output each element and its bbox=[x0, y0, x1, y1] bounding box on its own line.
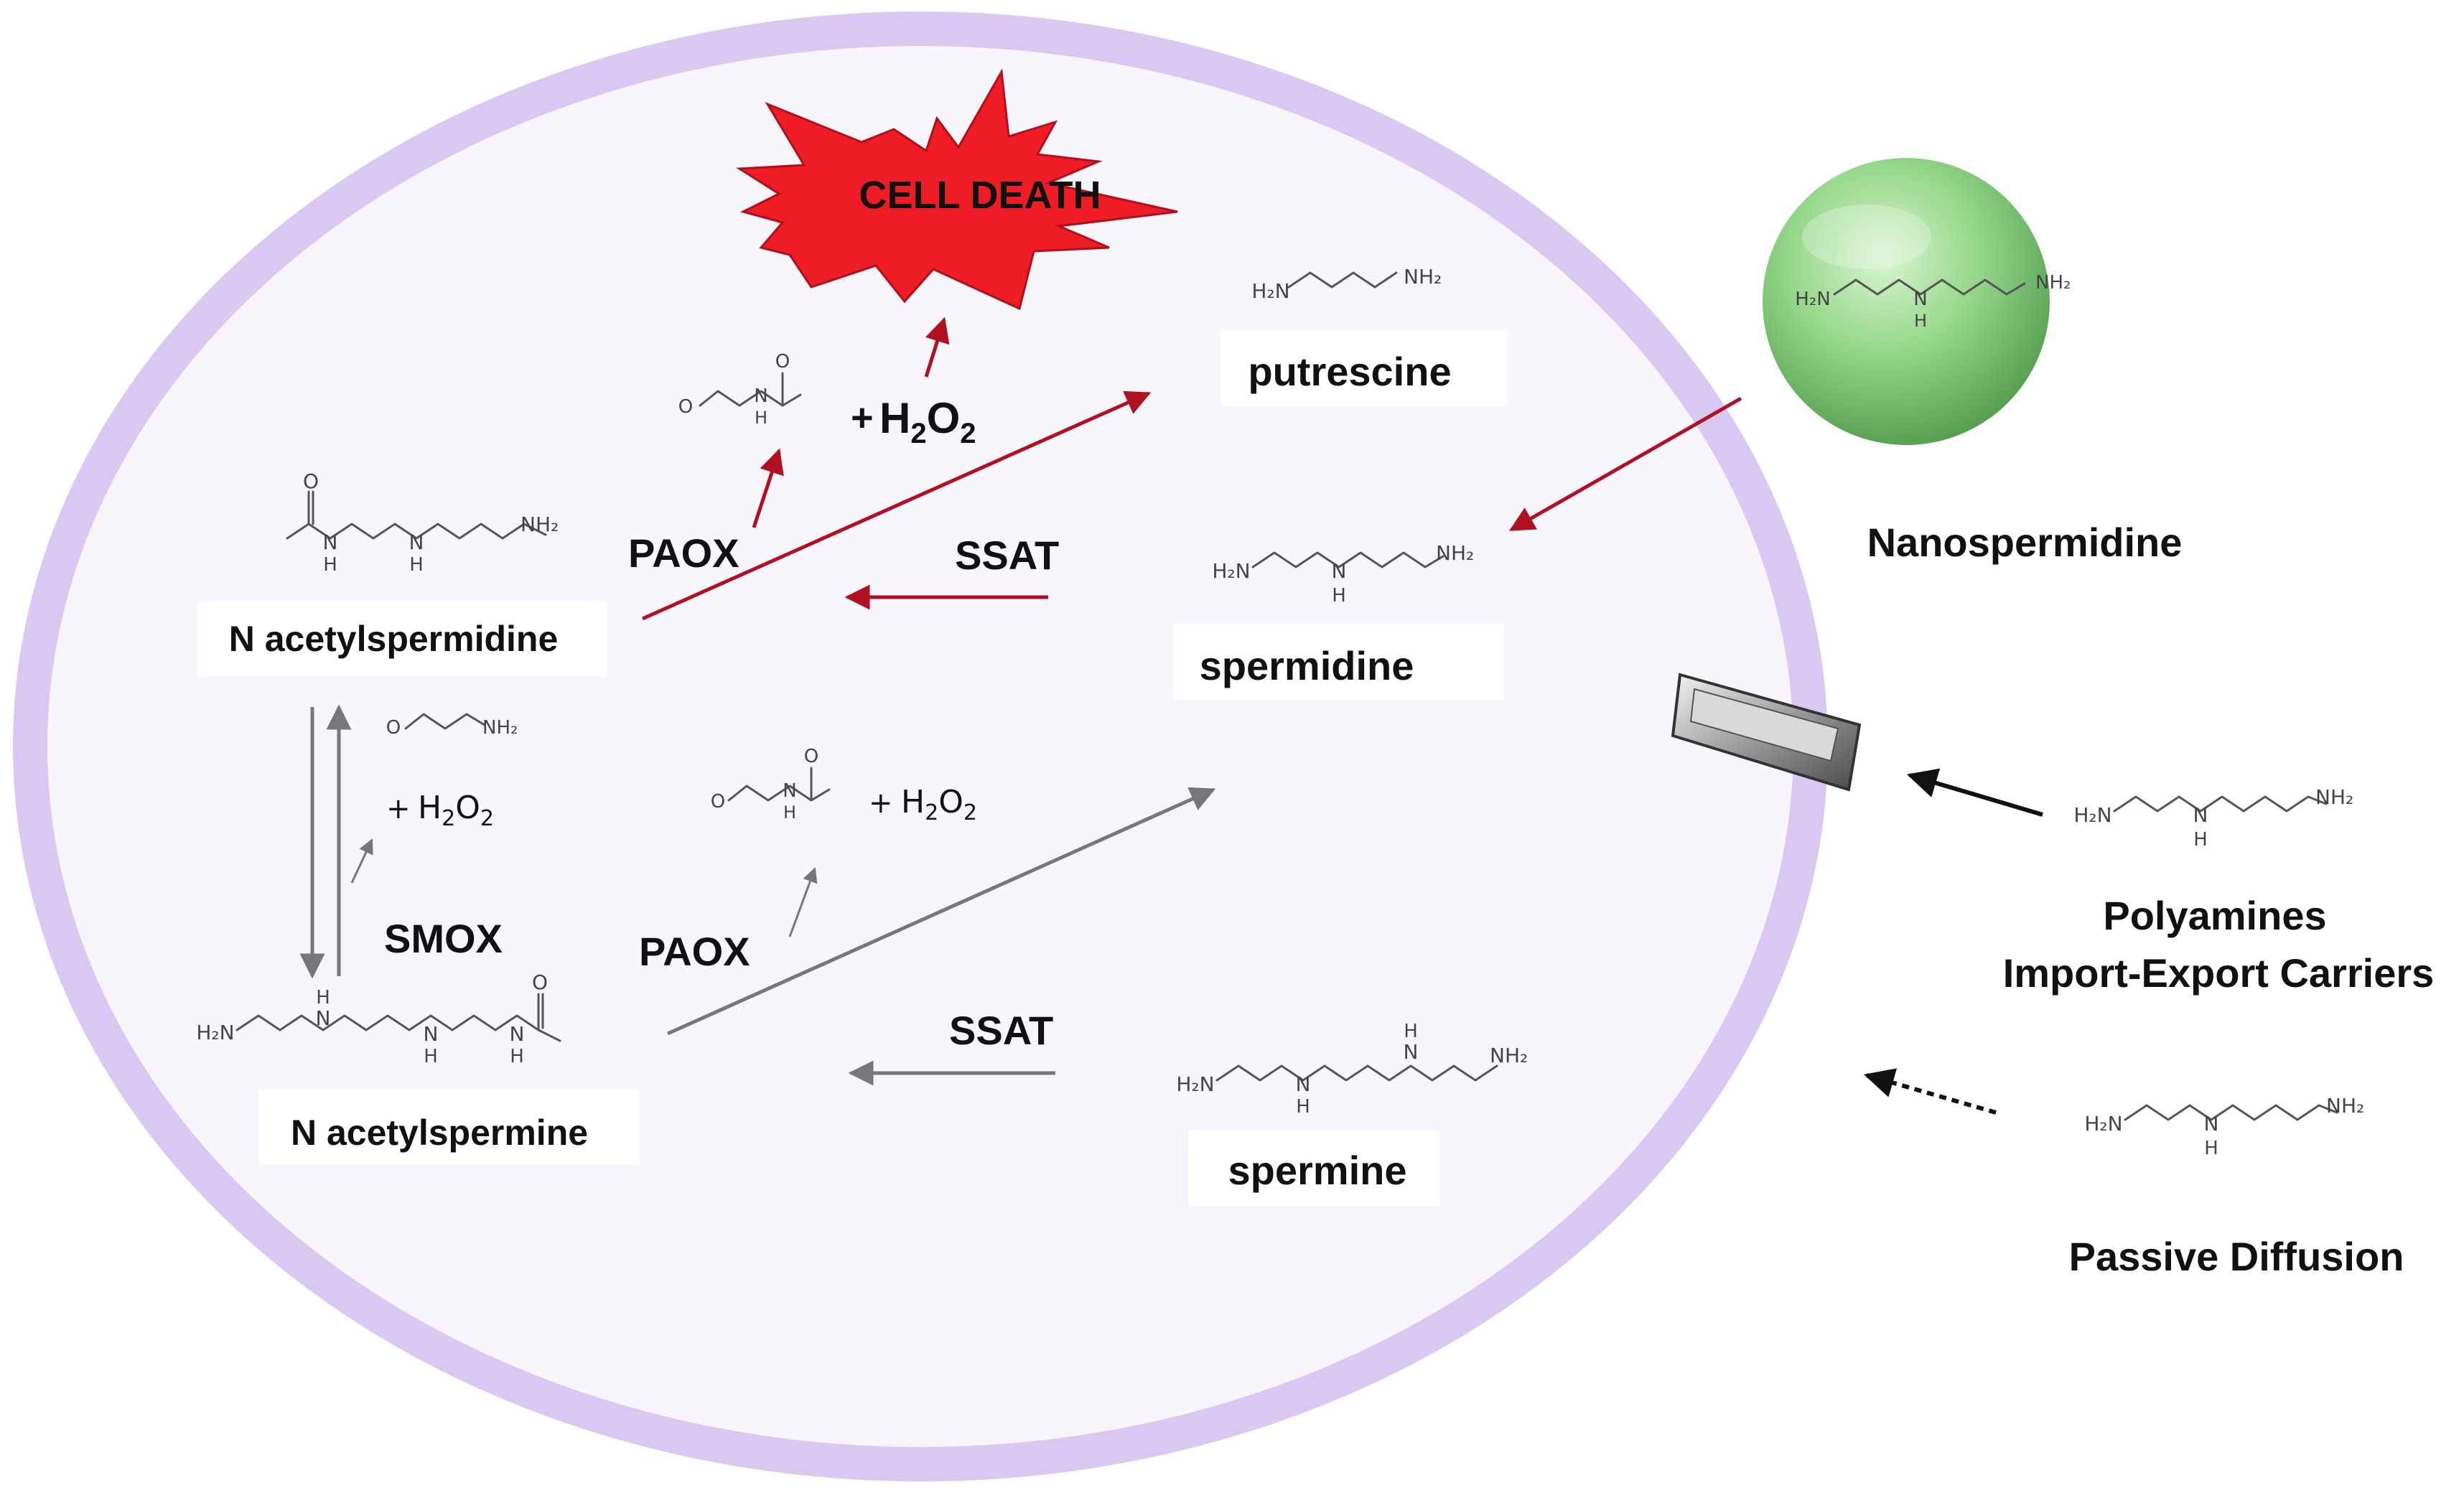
svg-text:N: N bbox=[1913, 289, 1927, 310]
svg-text:N: N bbox=[1404, 1040, 1419, 1064]
n-acetylspermine-molecule: O H₂N H N N H N H bbox=[196, 970, 561, 1067]
svg-text:N: N bbox=[783, 780, 796, 802]
svg-text:H: H bbox=[2204, 1138, 2218, 1159]
svg-text:N: N bbox=[2193, 803, 2208, 827]
svg-text:N: N bbox=[754, 385, 767, 407]
spermine-molecule: H₂N N H H N NH₂ bbox=[1176, 1021, 1528, 1118]
arrow-passive-diffusion bbox=[1863, 1068, 1997, 1115]
n-acetylspermine-label: N acetylspermine bbox=[291, 1113, 588, 1153]
svg-text:N: N bbox=[316, 1006, 331, 1030]
svg-text:+: + bbox=[851, 396, 874, 439]
carriers-label-line1: Polyamines bbox=[2103, 893, 2326, 938]
svg-text:H₂N: H₂N bbox=[1176, 1072, 1214, 1096]
n-acetylspermidine-molecule: O N H N H NH₂ bbox=[286, 469, 559, 576]
svg-text:H: H bbox=[1296, 1096, 1310, 1118]
svg-text:N: N bbox=[323, 530, 338, 554]
carriers-label-line2: Import-Export Carriers bbox=[2003, 950, 2435, 996]
passive-diffusion-label: Passive Diffusion bbox=[2069, 1234, 2404, 1279]
svg-text:NH₂: NH₂ bbox=[482, 717, 518, 739]
arrow-smox-byproduct bbox=[350, 838, 373, 884]
svg-text:H2O2: H2O2 bbox=[901, 784, 977, 825]
diffusion-spermidine-molecule: H₂N N H NH₂ bbox=[2084, 1094, 2364, 1159]
burst-icon bbox=[736, 68, 1178, 311]
arrow-h2o2-to-death bbox=[924, 317, 950, 378]
svg-text:O: O bbox=[711, 791, 725, 813]
putrescine-label: putrescine bbox=[1248, 349, 1451, 394]
svg-text:H: H bbox=[1404, 1021, 1418, 1042]
svg-text:NH₂: NH₂ bbox=[2035, 272, 2071, 294]
svg-text:O: O bbox=[303, 469, 319, 493]
svg-text:NH₂: NH₂ bbox=[1490, 1044, 1528, 1067]
arrow-paox-bottom-byproduct bbox=[788, 867, 818, 937]
svg-text:H: H bbox=[1914, 311, 1927, 331]
svg-text:N: N bbox=[1296, 1072, 1311, 1096]
putrescine-molecule: H₂N NH₂ bbox=[1251, 265, 1442, 303]
carrier-icon bbox=[1671, 673, 1862, 792]
svg-text:N: N bbox=[510, 1022, 525, 1046]
svg-text:N: N bbox=[424, 1022, 439, 1046]
cell-death-label: CELL DEATH bbox=[859, 174, 1101, 217]
svg-text:H: H bbox=[783, 802, 796, 823]
svg-text:O: O bbox=[804, 746, 818, 767]
svg-text:H₂N: H₂N bbox=[196, 1021, 234, 1044]
svg-text:H: H bbox=[1332, 585, 1346, 607]
arrow-carrier-import bbox=[1906, 768, 2043, 817]
svg-text:H₂N: H₂N bbox=[1795, 289, 1830, 310]
svg-text:O: O bbox=[678, 396, 693, 418]
svg-text:H: H bbox=[510, 1046, 524, 1067]
svg-text:H: H bbox=[323, 554, 337, 576]
acetamidopropanal-bottom: O O N H bbox=[711, 746, 831, 823]
svg-text:NH₂: NH₂ bbox=[521, 512, 559, 536]
svg-text:H: H bbox=[755, 408, 767, 428]
arrow-paox-byproduct bbox=[752, 448, 784, 528]
spermine-label: spermine bbox=[1228, 1148, 1407, 1193]
h2o2-red: + H2O2 bbox=[851, 394, 976, 449]
nanospermidine-label: Nanospermidine bbox=[1867, 520, 2183, 565]
svg-text:H₂N: H₂N bbox=[1212, 559, 1250, 583]
svg-text:NH₂: NH₂ bbox=[2326, 1094, 2364, 1118]
h2o2-smox: + H2O2 bbox=[386, 790, 494, 831]
ssat-top-label: SSAT bbox=[955, 533, 1059, 578]
spermidine-label: spermidine bbox=[1200, 643, 1414, 688]
svg-text:H: H bbox=[424, 1046, 438, 1067]
paox-top-label: PAOX bbox=[628, 530, 739, 576]
arrow-paox-to-spermidine bbox=[666, 787, 1216, 1036]
cell-death-burst: CELL DEATH bbox=[736, 68, 1178, 311]
svg-text:H₂N: H₂N bbox=[1251, 279, 1289, 303]
n-acetylspermidine-label: N acetylspermidine bbox=[229, 619, 559, 659]
nanospermidine-sphere: H₂N N H NH₂ bbox=[1763, 158, 2071, 445]
h2o2-paox-bottom: + H2O2 bbox=[869, 784, 977, 825]
svg-text:H2O2: H2O2 bbox=[418, 790, 494, 831]
svg-text:NH₂: NH₂ bbox=[1404, 265, 1442, 289]
svg-text:O: O bbox=[386, 717, 401, 739]
svg-text:N: N bbox=[2204, 1112, 2219, 1136]
sphere-spermidine-molecule: H₂N N H NH₂ bbox=[1795, 272, 2071, 331]
svg-text:H: H bbox=[316, 987, 330, 1008]
carrier-spermidine-molecule: H₂N N H NH₂ bbox=[2073, 785, 2353, 851]
svg-text:O: O bbox=[775, 351, 790, 373]
svg-text:N: N bbox=[409, 530, 424, 554]
ssat-bottom-label: SSAT bbox=[949, 1008, 1053, 1053]
arrow-paox-to-putrescine bbox=[641, 390, 1152, 621]
acetamidopropanal-top: O O N H bbox=[678, 351, 802, 428]
spermidine-molecule: H₂N N H NH₂ bbox=[1212, 541, 1474, 607]
arrow-nanospermidine-release bbox=[1508, 396, 1742, 532]
svg-text:O: O bbox=[532, 970, 548, 994]
svg-text:NH₂: NH₂ bbox=[1436, 541, 1474, 565]
svg-text:+: + bbox=[386, 792, 411, 825]
svg-text:H: H bbox=[409, 554, 424, 576]
smox-label: SMOX bbox=[384, 916, 503, 961]
aminopropanal: O NH₂ bbox=[386, 713, 518, 739]
svg-text:N: N bbox=[1332, 559, 1347, 583]
sphere-icon bbox=[1763, 158, 2050, 445]
paox-bottom-label: PAOX bbox=[639, 929, 750, 974]
svg-text:H2O2: H2O2 bbox=[879, 394, 976, 449]
svg-text:+: + bbox=[869, 787, 893, 820]
svg-text:H₂N: H₂N bbox=[2084, 1112, 2122, 1136]
svg-text:NH₂: NH₂ bbox=[2315, 785, 2353, 809]
svg-text:H₂N: H₂N bbox=[2073, 803, 2111, 827]
svg-text:H: H bbox=[2193, 829, 2208, 851]
